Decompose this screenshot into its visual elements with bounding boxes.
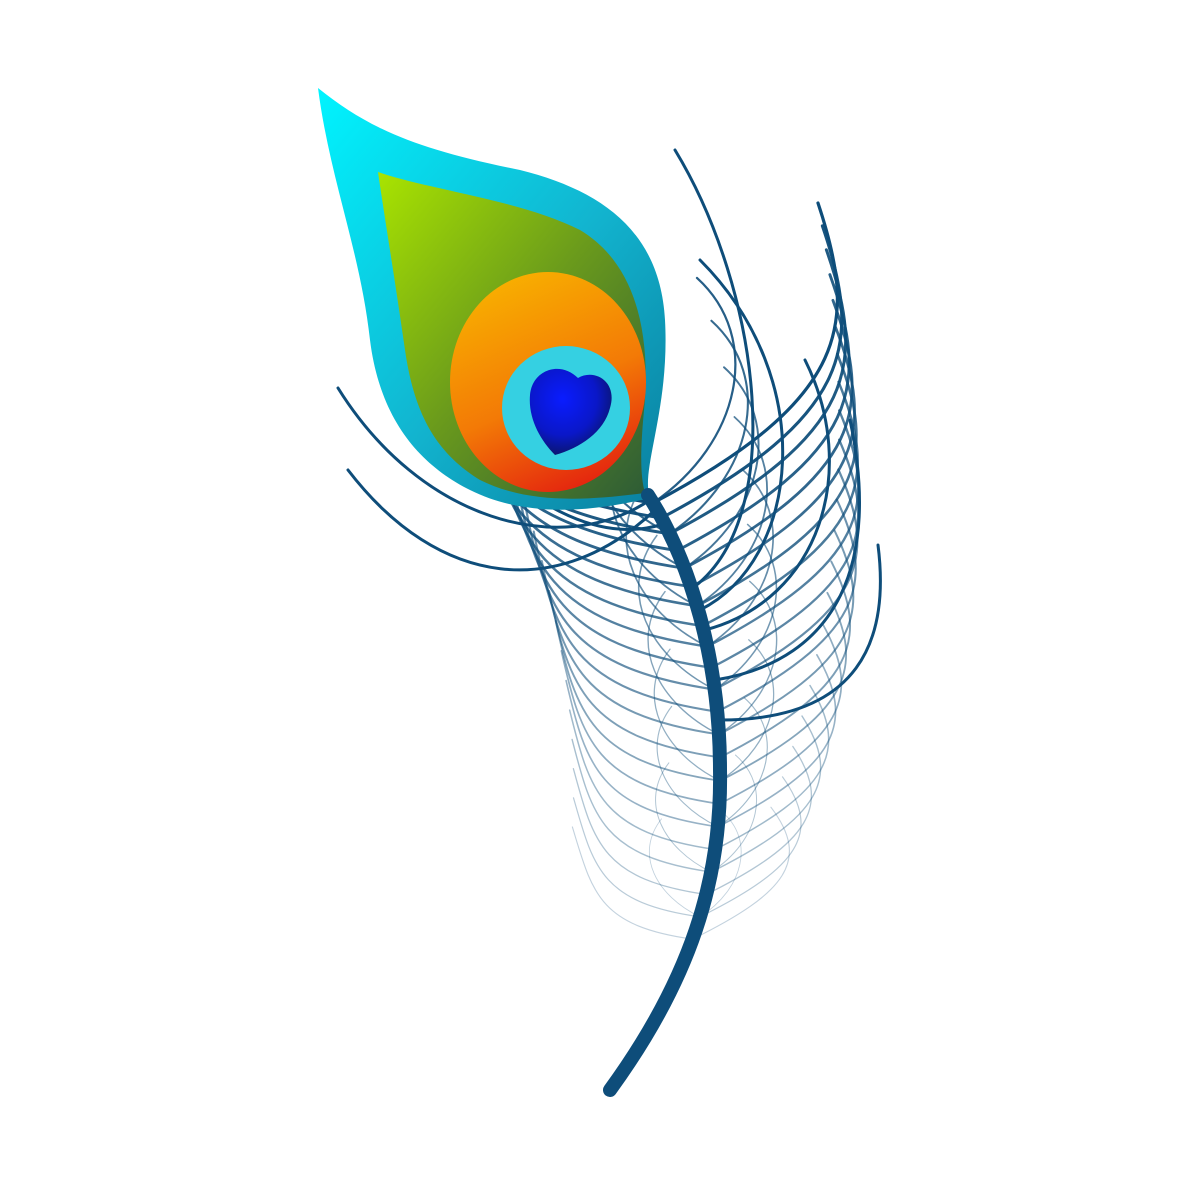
feather-barb [713,418,861,682]
feather-barb [649,818,701,918]
feather-barb [689,325,856,589]
feather-barb [625,480,709,648]
feather-barb [710,438,860,669]
feather-barb [701,380,859,628]
feather-barb [718,623,843,805]
feather-barb [718,543,882,722]
feather-barb [716,498,857,713]
feather-barb [691,806,790,940]
feather-barb [655,762,712,873]
feather-barb [568,709,716,851]
feather-barb [673,148,755,592]
feather-barb [717,697,768,828]
feather-barb [532,530,719,713]
feather-eye [318,88,666,510]
feather-barb [718,560,851,759]
feather-barb [710,754,758,873]
feather-barb [719,639,775,782]
feather-barb [554,620,721,782]
feather-barb [659,224,844,520]
feather-barb [710,715,822,873]
feather-barb [703,358,831,632]
feather-barb [653,648,721,782]
feather-barb [698,258,784,612]
eye-pupil-heart [529,368,612,455]
feather-barb [705,745,813,896]
feather-barb [572,768,707,896]
feather-barb [572,797,701,918]
feather-barb [638,534,716,691]
feather-barb [682,298,854,570]
feather-barb [668,319,749,535]
feather-barb [647,590,720,736]
feather-barb [346,468,657,572]
feather-barb [668,248,848,536]
feather-barb [656,705,719,828]
feather-barb [717,653,837,828]
feather-barb [719,591,848,782]
feather-barb [714,684,830,851]
feather-barb [336,386,652,529]
feather-barb [706,409,860,648]
feather-barb [523,501,716,691]
feather-barb [565,679,719,828]
feather-barb [560,650,721,805]
feather-barb [651,276,737,505]
feather-barb [571,826,694,940]
feather-stem [603,488,728,1097]
feather-barb [514,472,713,669]
feather-stem-thin [645,492,687,563]
feather-barb [699,776,802,918]
feather-barb [699,811,742,918]
feather-barb [571,738,712,873]
feather-barb [683,366,760,570]
